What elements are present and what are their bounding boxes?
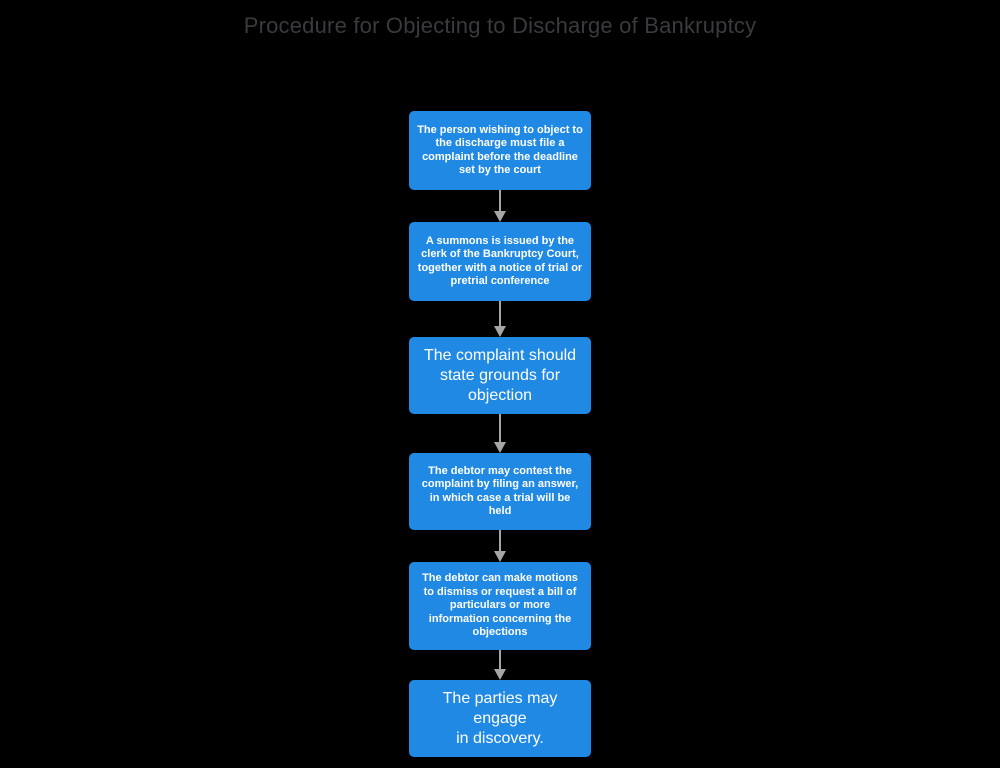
page-title: Procedure for Objecting to Discharge of …: [243, 13, 757, 38]
arrow-down-icon: [494, 650, 506, 680]
flow-node-state-grounds[interactable]: The complaint should state grounds for o…: [409, 337, 591, 414]
flow-node-label: A summons is issued by the clerk of the …: [417, 234, 583, 288]
flow-node-label: The parties may engage in discovery.: [442, 689, 558, 747]
arrow-down-icon: [494, 190, 506, 222]
flow-connector-arrow-5: [409, 650, 591, 680]
arrow-down-icon: [494, 301, 506, 337]
flow-connector-arrow-2: [409, 301, 591, 337]
flow-node-label: The person wishing to object to the disc…: [417, 123, 583, 177]
flow-connector-arrow-4: [409, 530, 591, 562]
flow-node-label: The complaint should state grounds for o…: [423, 346, 577, 404]
arrow-down-icon: [494, 530, 506, 562]
flow-node-debtor-contest[interactable]: The debtor may contest the complaint by …: [409, 453, 591, 530]
flowchart-flow: The person wishing to object to the disc…: [409, 111, 591, 757]
flow-node-summons-issued[interactable]: A summons is issued by the clerk of the …: [409, 222, 591, 301]
flow-node-debtor-motions[interactable]: The debtor can make motions to dismiss o…: [409, 562, 591, 650]
flow-node-file-complaint[interactable]: The person wishing to object to the disc…: [409, 111, 591, 190]
flow-node-label: The debtor can make motions to dismiss o…: [422, 572, 578, 639]
arrow-down-icon: [494, 414, 506, 453]
flow-connector-arrow-1: [409, 190, 591, 222]
flow-node-discovery[interactable]: The parties may engage in discovery.: [409, 680, 591, 757]
flow-node-label: The debtor may contest the complaint by …: [421, 464, 579, 518]
flow-connector-arrow-3: [409, 414, 591, 453]
